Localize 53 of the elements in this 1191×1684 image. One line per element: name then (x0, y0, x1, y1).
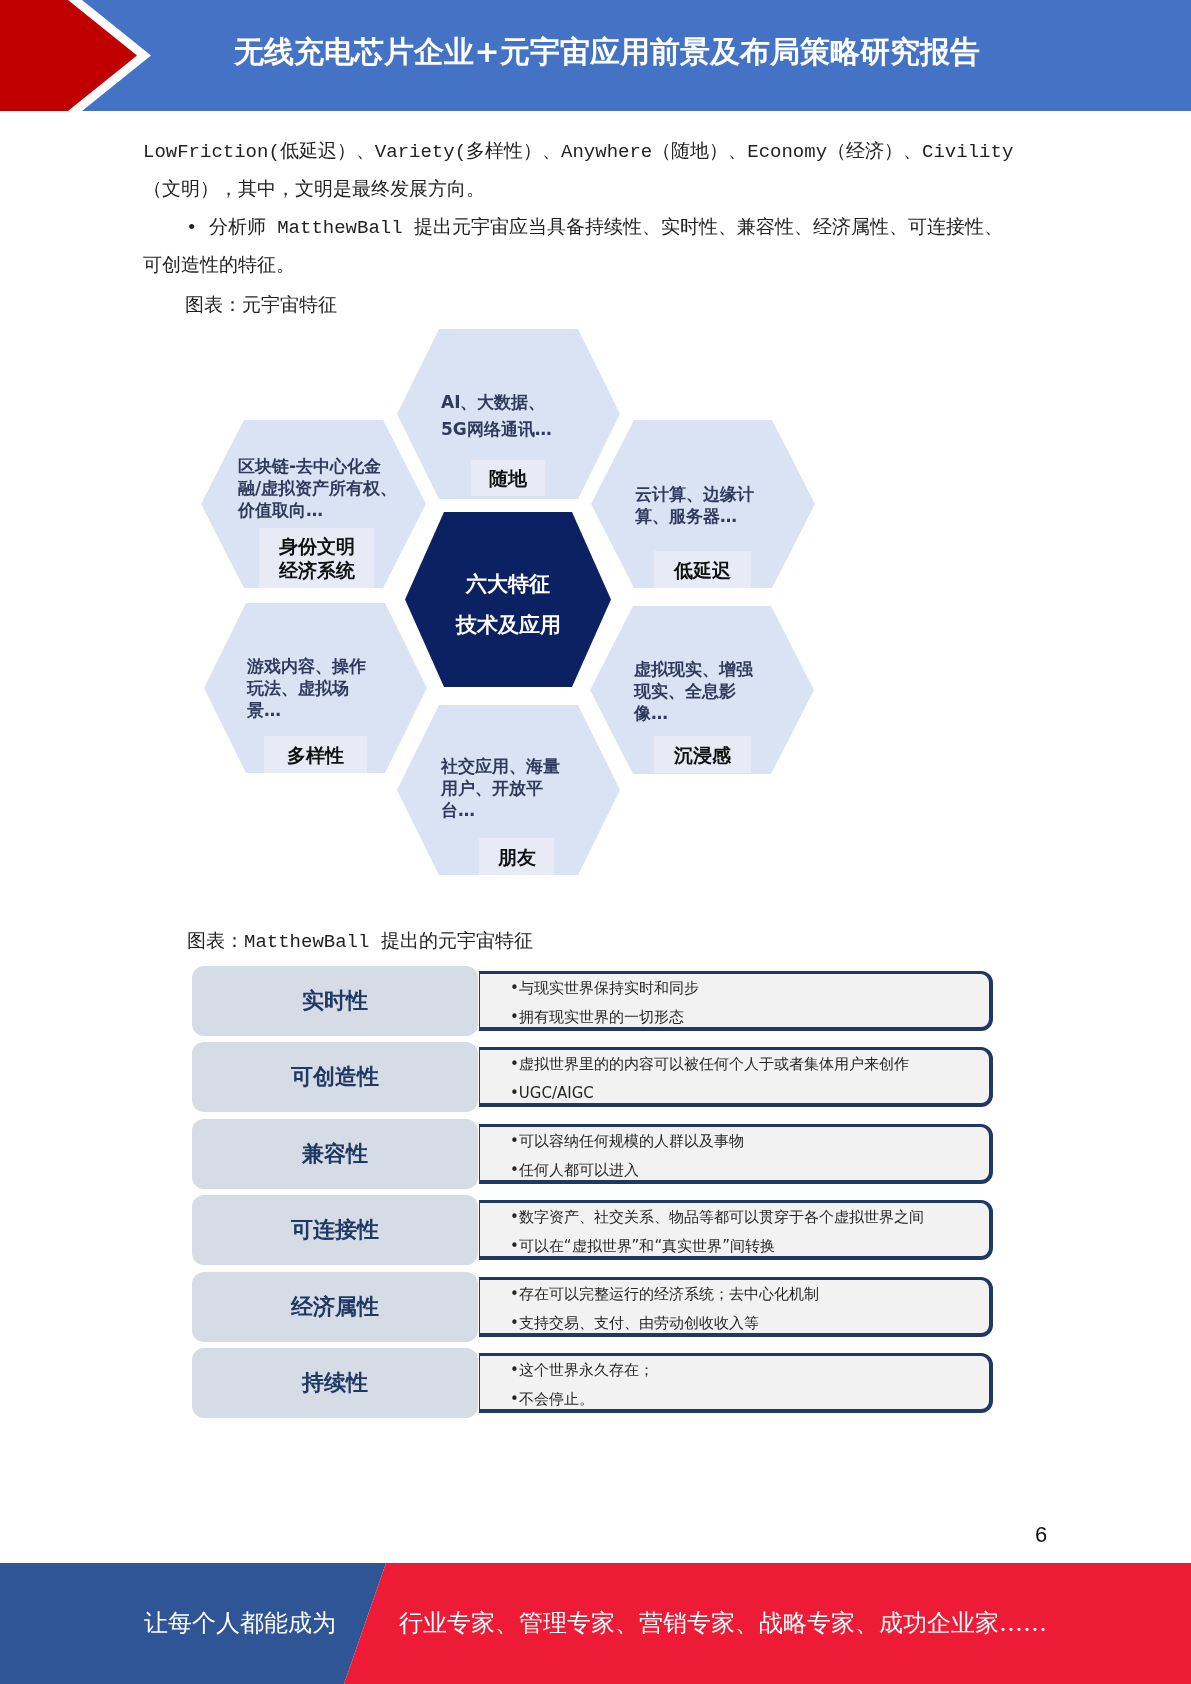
feature-tag: 多样性 (264, 736, 367, 773)
feature-tag: 沉浸感 (654, 736, 751, 773)
description-panel (479, 1124, 993, 1184)
feature-description: AI、大数据、5G网络通讯… (441, 391, 553, 441)
feature-hexagon (590, 606, 814, 774)
feature-description: 游戏内容、操作玩法、虚拟场景… (247, 655, 367, 721)
bullet-text: •这个世界永久存在； (510, 1360, 654, 1381)
feature-description: 社交应用、海量用户、开放平台… (441, 755, 561, 821)
bullet-text: •拥有现实世界的一切形态 (510, 1007, 684, 1028)
description-panel (479, 971, 993, 1031)
page-number: 6 (1035, 1521, 1048, 1549)
bullet-text: •存在可以完整运行的经济系统；去中心化机制 (510, 1284, 819, 1305)
figure-caption: 图表：MatthewBall 提出的元宇宙特征 (187, 930, 533, 955)
figure-caption: 图表：元宇宙特征 (185, 294, 337, 319)
hexagon-title: 六大特征 (464, 571, 551, 597)
feature-tag: 身份文明经济系统 (259, 528, 374, 588)
feature-tag: 朋友 (479, 838, 554, 875)
bullet-text: •UGC/AIGC (510, 1083, 594, 1104)
feature-tag: 随地 (471, 460, 545, 496)
feature-hexagon (397, 329, 620, 499)
footer-slogan: 行业专家、管理专家、营销专家、战略专家、成功企业家…… (399, 1608, 1047, 1638)
page-title: 无线充电芯片企业+元宇宙应用前景及布局策略研究报告 (234, 33, 980, 71)
bullet-text: •可以容纳任何规模的人群以及事物 (510, 1131, 744, 1152)
row-header: 可连接性 (192, 1195, 478, 1265)
bullet-text: •数字资产、社交关系、物品等都可以贯穿于各个虚拟世界之间 (510, 1207, 924, 1228)
description-panel (479, 1353, 993, 1413)
bullet-text: •不会停止。 (510, 1389, 594, 1410)
bullet-text: •虚拟世界里的的内容可以被任何个人于或者集体用户来创作 (510, 1054, 909, 1075)
feature-hexagon (201, 420, 426, 588)
footer-slogan: 让每个人都能成为 (144, 1608, 336, 1638)
bullet-text: •可以在“虚拟世界”和“真实世界”间转换 (510, 1236, 775, 1257)
bullet-text: •支持交易、支付、由劳动创收收入等 (510, 1313, 759, 1334)
hexagon-title: 技术及应用 (454, 612, 562, 638)
row-header: 持续性 (192, 1348, 478, 1418)
row-header: 可创造性 (192, 1042, 478, 1112)
center-hexagon (405, 512, 611, 687)
feature-description: 云计算、边缘计算、服务器… (635, 483, 755, 527)
description-panel (479, 1047, 993, 1107)
bullet-text: •与现实世界保持实时和同步 (510, 978, 699, 999)
feature-description: 区块链-去中心化金融/虚拟资产所有权、价值取向… (238, 455, 399, 521)
row-header: 实时性 (192, 966, 478, 1036)
bullet-text: •任何人都可以进入 (510, 1160, 639, 1181)
feature-hexagon (397, 705, 620, 875)
feature-hexagon (591, 420, 815, 588)
feature-tag: 低延迟 (654, 551, 751, 588)
row-header: 兼容性 (192, 1119, 478, 1189)
body-paragraph: • 分析师 MatthewBall 提出元宇宙应当具备持续性、实时性、兼容性、经济属性、可连接性、可创造性的特征。 (143, 216, 1005, 279)
body-paragraph: LowFriction(低延迟）、Variety(多样性）、Anywhere（随地）、Economy（经济）、Civility（文明），其中，文明是最终发展方向。 (143, 140, 1015, 203)
description-panel (479, 1277, 993, 1337)
row-header: 经济属性 (192, 1272, 478, 1342)
feature-description: 虚拟现实、增强现实、全息影像… (634, 658, 754, 724)
description-panel (479, 1200, 993, 1260)
feature-hexagon (204, 603, 427, 773)
